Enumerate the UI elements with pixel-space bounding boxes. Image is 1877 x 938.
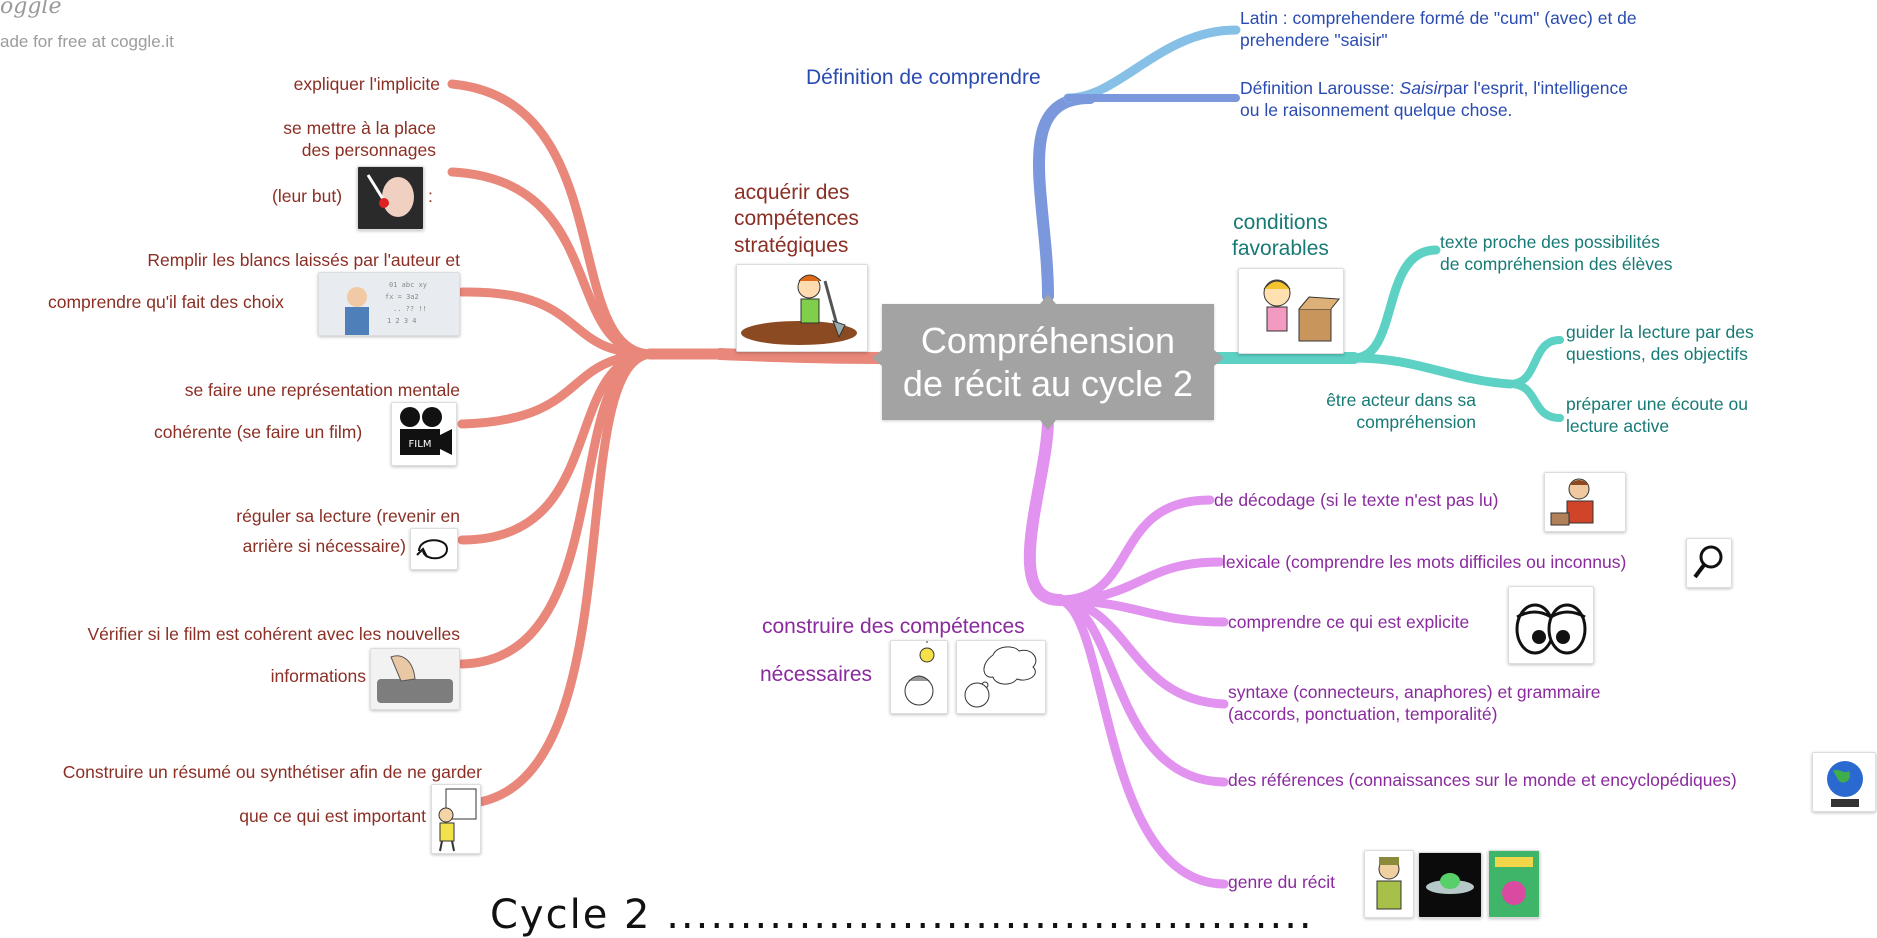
globe-icon	[1827, 761, 1863, 807]
magnifier-icon	[1693, 545, 1723, 579]
conditions-acteur[interactable]: être acteur dans sa compréhension	[1326, 390, 1476, 432]
detective-thumbnail[interactable]	[1364, 850, 1414, 918]
boy-digging-icon	[741, 274, 857, 345]
necessaires-title-line1[interactable]: construire des compétences	[762, 615, 1025, 638]
nec-syntaxe[interactable]: syntaxe (connecteurs, anaphores) et gram…	[1228, 682, 1601, 724]
film-camera-thumbnail[interactable]: FILM	[391, 402, 457, 466]
strategiques-title[interactable]: acquérir des compétences stratégiques	[734, 181, 859, 257]
ufo-thumbnail[interactable]	[1418, 852, 1482, 918]
strat-blancs-line2[interactable]: comprendre qu'il fait des choix	[48, 292, 284, 312]
lightbulb-head-thumbnail[interactable]	[890, 640, 948, 714]
angry-face-icon	[358, 167, 423, 229]
strat-reguler-line1[interactable]: réguler sa lecture (revenir en	[236, 506, 460, 526]
strat-blancs-line1[interactable]: Remplir les blancs laissés par l'auteur …	[147, 250, 460, 270]
book-cover-thumbnail[interactable]	[1488, 850, 1540, 918]
strat-verifier-line1[interactable]: Vérifier si le film est cohérent avec le…	[87, 624, 460, 644]
child-reading-icon	[1550, 478, 1594, 526]
central-line-2: de récit au cycle 2	[902, 363, 1194, 404]
strat-reguler-line2[interactable]: arrière si nécessaire)	[242, 536, 406, 556]
definition-title[interactable]: Définition de comprendre	[806, 66, 1041, 89]
svg-text:.. ?? !!: .. ?? !!	[393, 305, 427, 313]
conditions-title[interactable]: conditions favorables	[1232, 211, 1329, 261]
lightbulb-head-icon	[904, 641, 935, 706]
eyes-icon	[1515, 603, 1587, 655]
strat-representation-line1[interactable]: se faire une représentation mentale	[184, 380, 460, 400]
nec-decodage[interactable]: de décodage (si le texte n'est pas lu)	[1214, 490, 1499, 510]
man-thinking-thumbnail[interactable]: 01 abc xy fx = 3a2 .. ?? !! 1 2 3 4	[318, 272, 460, 336]
nec-references[interactable]: des références (connaissances sur le mon…	[1228, 770, 1737, 790]
svg-text:fx = 3a2: fx = 3a2	[385, 293, 419, 301]
child-reading-thumbnail[interactable]	[1544, 472, 1626, 532]
footer-caption: Cycle 2 ................................…	[490, 892, 1314, 938]
child-writing-thumbnail[interactable]	[431, 784, 481, 854]
loop-arrow-icon	[416, 539, 449, 560]
nec-lexicale[interactable]: lexicale (comprendre les mots difficiles…	[1222, 552, 1627, 572]
loop-arrow-thumbnail[interactable]	[410, 528, 458, 570]
strat-verifier-line2[interactable]: informations	[270, 666, 366, 686]
strat-representation-line2[interactable]: cohérente (se faire un film)	[154, 422, 363, 442]
central-bottom-notch	[1040, 420, 1056, 430]
girl-box-thumbnail[interactable]	[1238, 268, 1344, 354]
book-cover-icon	[1489, 851, 1539, 917]
girl-box-icon	[1263, 279, 1340, 342]
angry-face-thumbnail[interactable]	[357, 166, 424, 230]
definition-latin[interactable]: Latin : comprehendere formé de "cum" (av…	[1240, 8, 1637, 50]
man-thinking-icon: 01 abc xy fx = 3a2 .. ?? !! 1 2 3 4	[319, 273, 459, 335]
coggle-logo[interactable]: oggle	[0, 0, 62, 19]
conditions-texte[interactable]: texte proche des possibilités de compréh…	[1440, 232, 1673, 274]
strat-place-colon: :	[428, 186, 433, 206]
eyes-thumbnail[interactable]	[1508, 586, 1594, 664]
strat-expliquer[interactable]: expliquer l'implicite	[293, 74, 440, 94]
central-line-1: Compréhension	[920, 319, 1176, 361]
nec-genre[interactable]: genre du récit	[1228, 872, 1336, 892]
strat-place[interactable]: se mettre à la place des personnages	[283, 118, 436, 160]
branch-connectors	[447, 25, 1564, 889]
hand-device-thumbnail[interactable]	[370, 648, 460, 710]
film-camera-icon: FILM	[400, 407, 452, 455]
nec-explicite[interactable]: comprendre ce qui est explicite	[1228, 612, 1470, 632]
central-node[interactable]: Compréhension de récit au cycle 2	[882, 304, 1214, 420]
film-camera-text: FILM	[409, 439, 432, 450]
thought-bubble-thumbnail[interactable]	[956, 640, 1046, 714]
thought-bubble-icon	[964, 646, 1037, 708]
definition-larousse[interactable]: Définition Larousse: Saisirpar l'esprit,…	[1240, 78, 1629, 120]
central-top-notch	[1040, 294, 1056, 304]
detective-icon	[1376, 857, 1402, 910]
central-left-notch	[872, 350, 882, 366]
strat-resume-line2[interactable]: que ce qui est important	[239, 806, 426, 826]
necessaires-title-line2[interactable]: nécessaires	[760, 663, 873, 686]
boy-digging-thumbnail[interactable]	[736, 264, 868, 352]
conditions-preparer[interactable]: préparer une écoute ou lecture active	[1566, 394, 1748, 436]
central-right-notch	[1214, 350, 1224, 366]
svg-text:01 abc xy: 01 abc xy	[389, 281, 427, 289]
ufo-icon	[1419, 853, 1481, 917]
globe-thumbnail[interactable]	[1812, 752, 1876, 812]
strat-resume-line1[interactable]: Construire un résumé ou synthétiser afin…	[62, 762, 482, 782]
svg-text:1 2 3 4: 1 2 3 4	[387, 317, 417, 325]
hand-device-icon	[371, 649, 459, 709]
conditions-guider[interactable]: guider la lecture par des questions, des…	[1566, 322, 1754, 364]
made-for-link[interactable]: ade for free at coggle.it	[0, 32, 174, 51]
child-writing-icon	[438, 788, 477, 852]
magnifier-thumbnail[interactable]	[1686, 538, 1732, 588]
strat-place-line3[interactable]: (leur but)	[272, 186, 343, 206]
